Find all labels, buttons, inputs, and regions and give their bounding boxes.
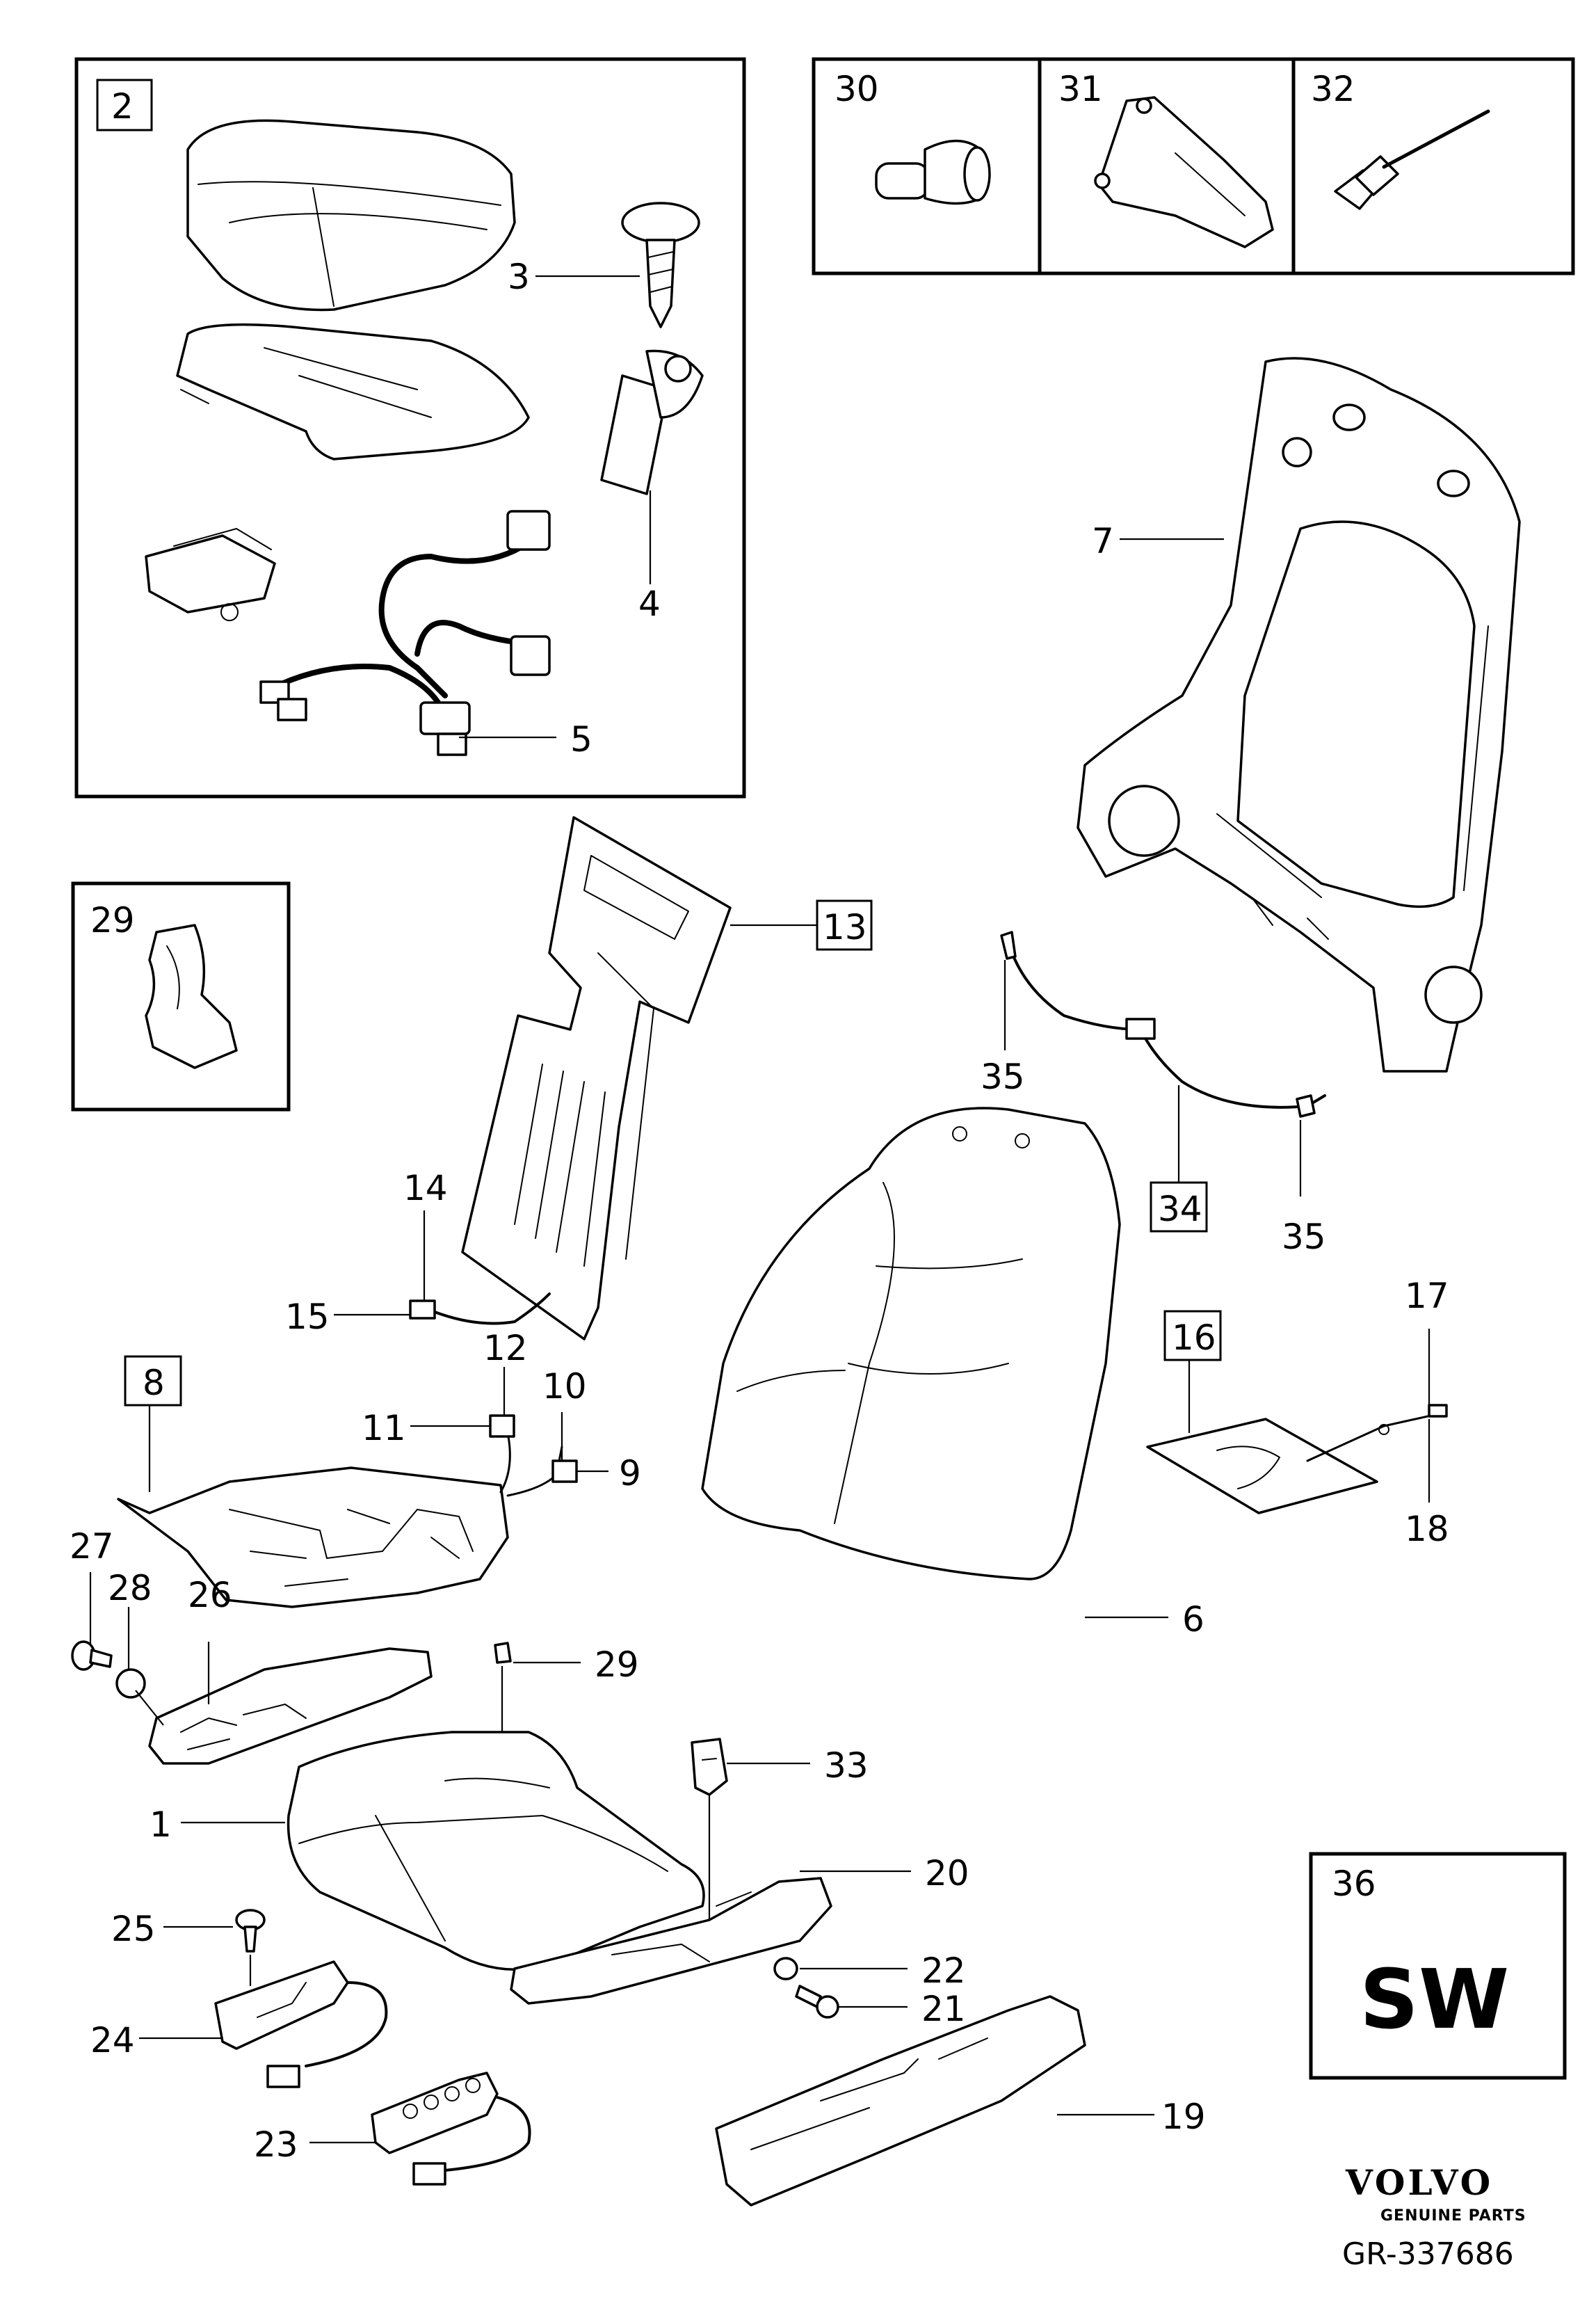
callout-14: 14 xyxy=(403,1168,448,1208)
callout-12: 12 xyxy=(483,1328,528,1368)
callout-31: 31 xyxy=(1058,69,1103,109)
callout-5: 5 xyxy=(570,719,593,760)
callout-6: 6 xyxy=(1182,1599,1204,1640)
cushion-pad xyxy=(186,119,516,312)
callout-19: 19 xyxy=(1161,2097,1206,2137)
clip-part-29 xyxy=(145,924,238,1069)
callout-23: 23 xyxy=(254,2124,298,2165)
brand-tagline: GENUINE PARTS xyxy=(1380,2207,1526,2225)
callout-29-box: 29 xyxy=(90,900,135,940)
callout-25: 25 xyxy=(111,1909,156,1949)
seat-pan xyxy=(176,323,530,461)
callout-9: 9 xyxy=(619,1453,641,1494)
clip-part-4 xyxy=(600,349,704,495)
callout-18: 18 xyxy=(1405,1509,1449,1549)
bracket-part-31 xyxy=(1094,96,1274,248)
callout-4: 4 xyxy=(638,584,661,624)
brand-block: VOLVO GENUINE PARTS GR-337686 xyxy=(1342,2162,1526,2272)
stud-part-30 xyxy=(875,139,991,205)
switch-part-23 xyxy=(371,2072,531,2186)
callout-34: 34 xyxy=(1158,1189,1202,1229)
diagram-reference: GR-337686 xyxy=(1342,2236,1514,2272)
callout-29: 29 xyxy=(595,1644,639,1685)
backrest-cover-part-6 xyxy=(701,1107,1121,1580)
washer-part-22 xyxy=(773,1957,798,1980)
wiring-part-34 xyxy=(1000,931,1326,1118)
callout-1: 1 xyxy=(150,1804,172,1845)
callout-30: 30 xyxy=(835,69,879,109)
callout-8: 8 xyxy=(143,1363,165,1403)
kit-box-2: 2 3 4 xyxy=(74,57,746,799)
callout-21: 21 xyxy=(921,1989,966,2029)
screw-part-25 xyxy=(235,1909,266,1953)
callout-2: 2 xyxy=(111,86,134,127)
kit-box-29: 29 xyxy=(71,881,291,1112)
kit-box-36: 36 SW xyxy=(1309,1852,1567,2080)
screw-part-3 xyxy=(621,202,700,328)
callout-28: 28 xyxy=(108,1568,152,1608)
trim-panel-part-26 xyxy=(148,1647,433,1765)
callout-35-bottom: 35 xyxy=(1282,1217,1326,1257)
side-trim-part-20 xyxy=(510,1877,832,2005)
callout-16: 16 xyxy=(1172,1318,1216,1358)
callout-20: 20 xyxy=(925,1853,969,1893)
clip-part-33 xyxy=(691,1738,728,1796)
backrest-frame-part-7 xyxy=(1077,357,1521,1073)
callout-36: 36 xyxy=(1332,1864,1376,1904)
callout-17: 17 xyxy=(1405,1276,1449,1316)
callout-10: 10 xyxy=(542,1366,587,1407)
clip-part-29-small xyxy=(494,1642,512,1664)
callout-15: 15 xyxy=(285,1297,330,1337)
callout-11: 11 xyxy=(362,1408,406,1448)
control-module xyxy=(145,528,276,621)
callout-35-top: 35 xyxy=(981,1057,1025,1097)
kit-box-30-32: 30 31 32 xyxy=(812,57,1575,275)
seat-cushion-part-1 xyxy=(287,1731,705,1971)
side-cover-part-19 xyxy=(715,1995,1086,2207)
wiring-harness-part-5 xyxy=(259,510,551,756)
brand-name: VOLVO xyxy=(1345,2162,1493,2203)
rivet-part-32 xyxy=(1334,109,1490,210)
heating-element-part-16 xyxy=(1146,1404,1448,1514)
callout-22: 22 xyxy=(921,1951,966,1991)
callout-26: 26 xyxy=(188,1575,232,1615)
heating-mat-part-8 xyxy=(117,1414,578,1608)
callout-32: 32 xyxy=(1311,69,1355,109)
callout-3: 3 xyxy=(508,257,530,297)
screw-part-27 xyxy=(71,1640,113,1671)
callout-7: 7 xyxy=(1092,521,1114,561)
sw-label: SW xyxy=(1360,1951,1509,2047)
switch-part-24 xyxy=(214,1960,388,2088)
washer-part-28 xyxy=(115,1668,146,1699)
callout-33: 33 xyxy=(824,1745,869,1786)
callout-27: 27 xyxy=(70,1526,114,1567)
callout-24: 24 xyxy=(90,2020,135,2060)
callout-13: 13 xyxy=(823,907,867,947)
screw-part-21 xyxy=(795,1985,839,2019)
heating-element-part-13 xyxy=(461,816,732,1340)
